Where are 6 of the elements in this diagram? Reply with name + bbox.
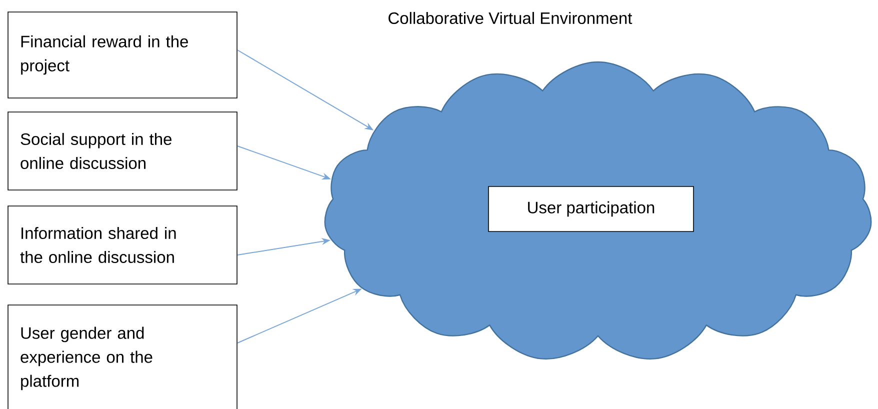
text-box: Information shared in the online discussion	[8, 206, 238, 284]
heading: Collaborative Virtual Environment	[388, 12, 632, 24]
text-box: User participation	[488, 186, 694, 232]
text-box: User gender and experience on the platform	[8, 304, 238, 409]
text-box: Financial reward in the project	[8, 12, 238, 98]
text-box: Social support in the online discussion	[8, 112, 238, 190]
